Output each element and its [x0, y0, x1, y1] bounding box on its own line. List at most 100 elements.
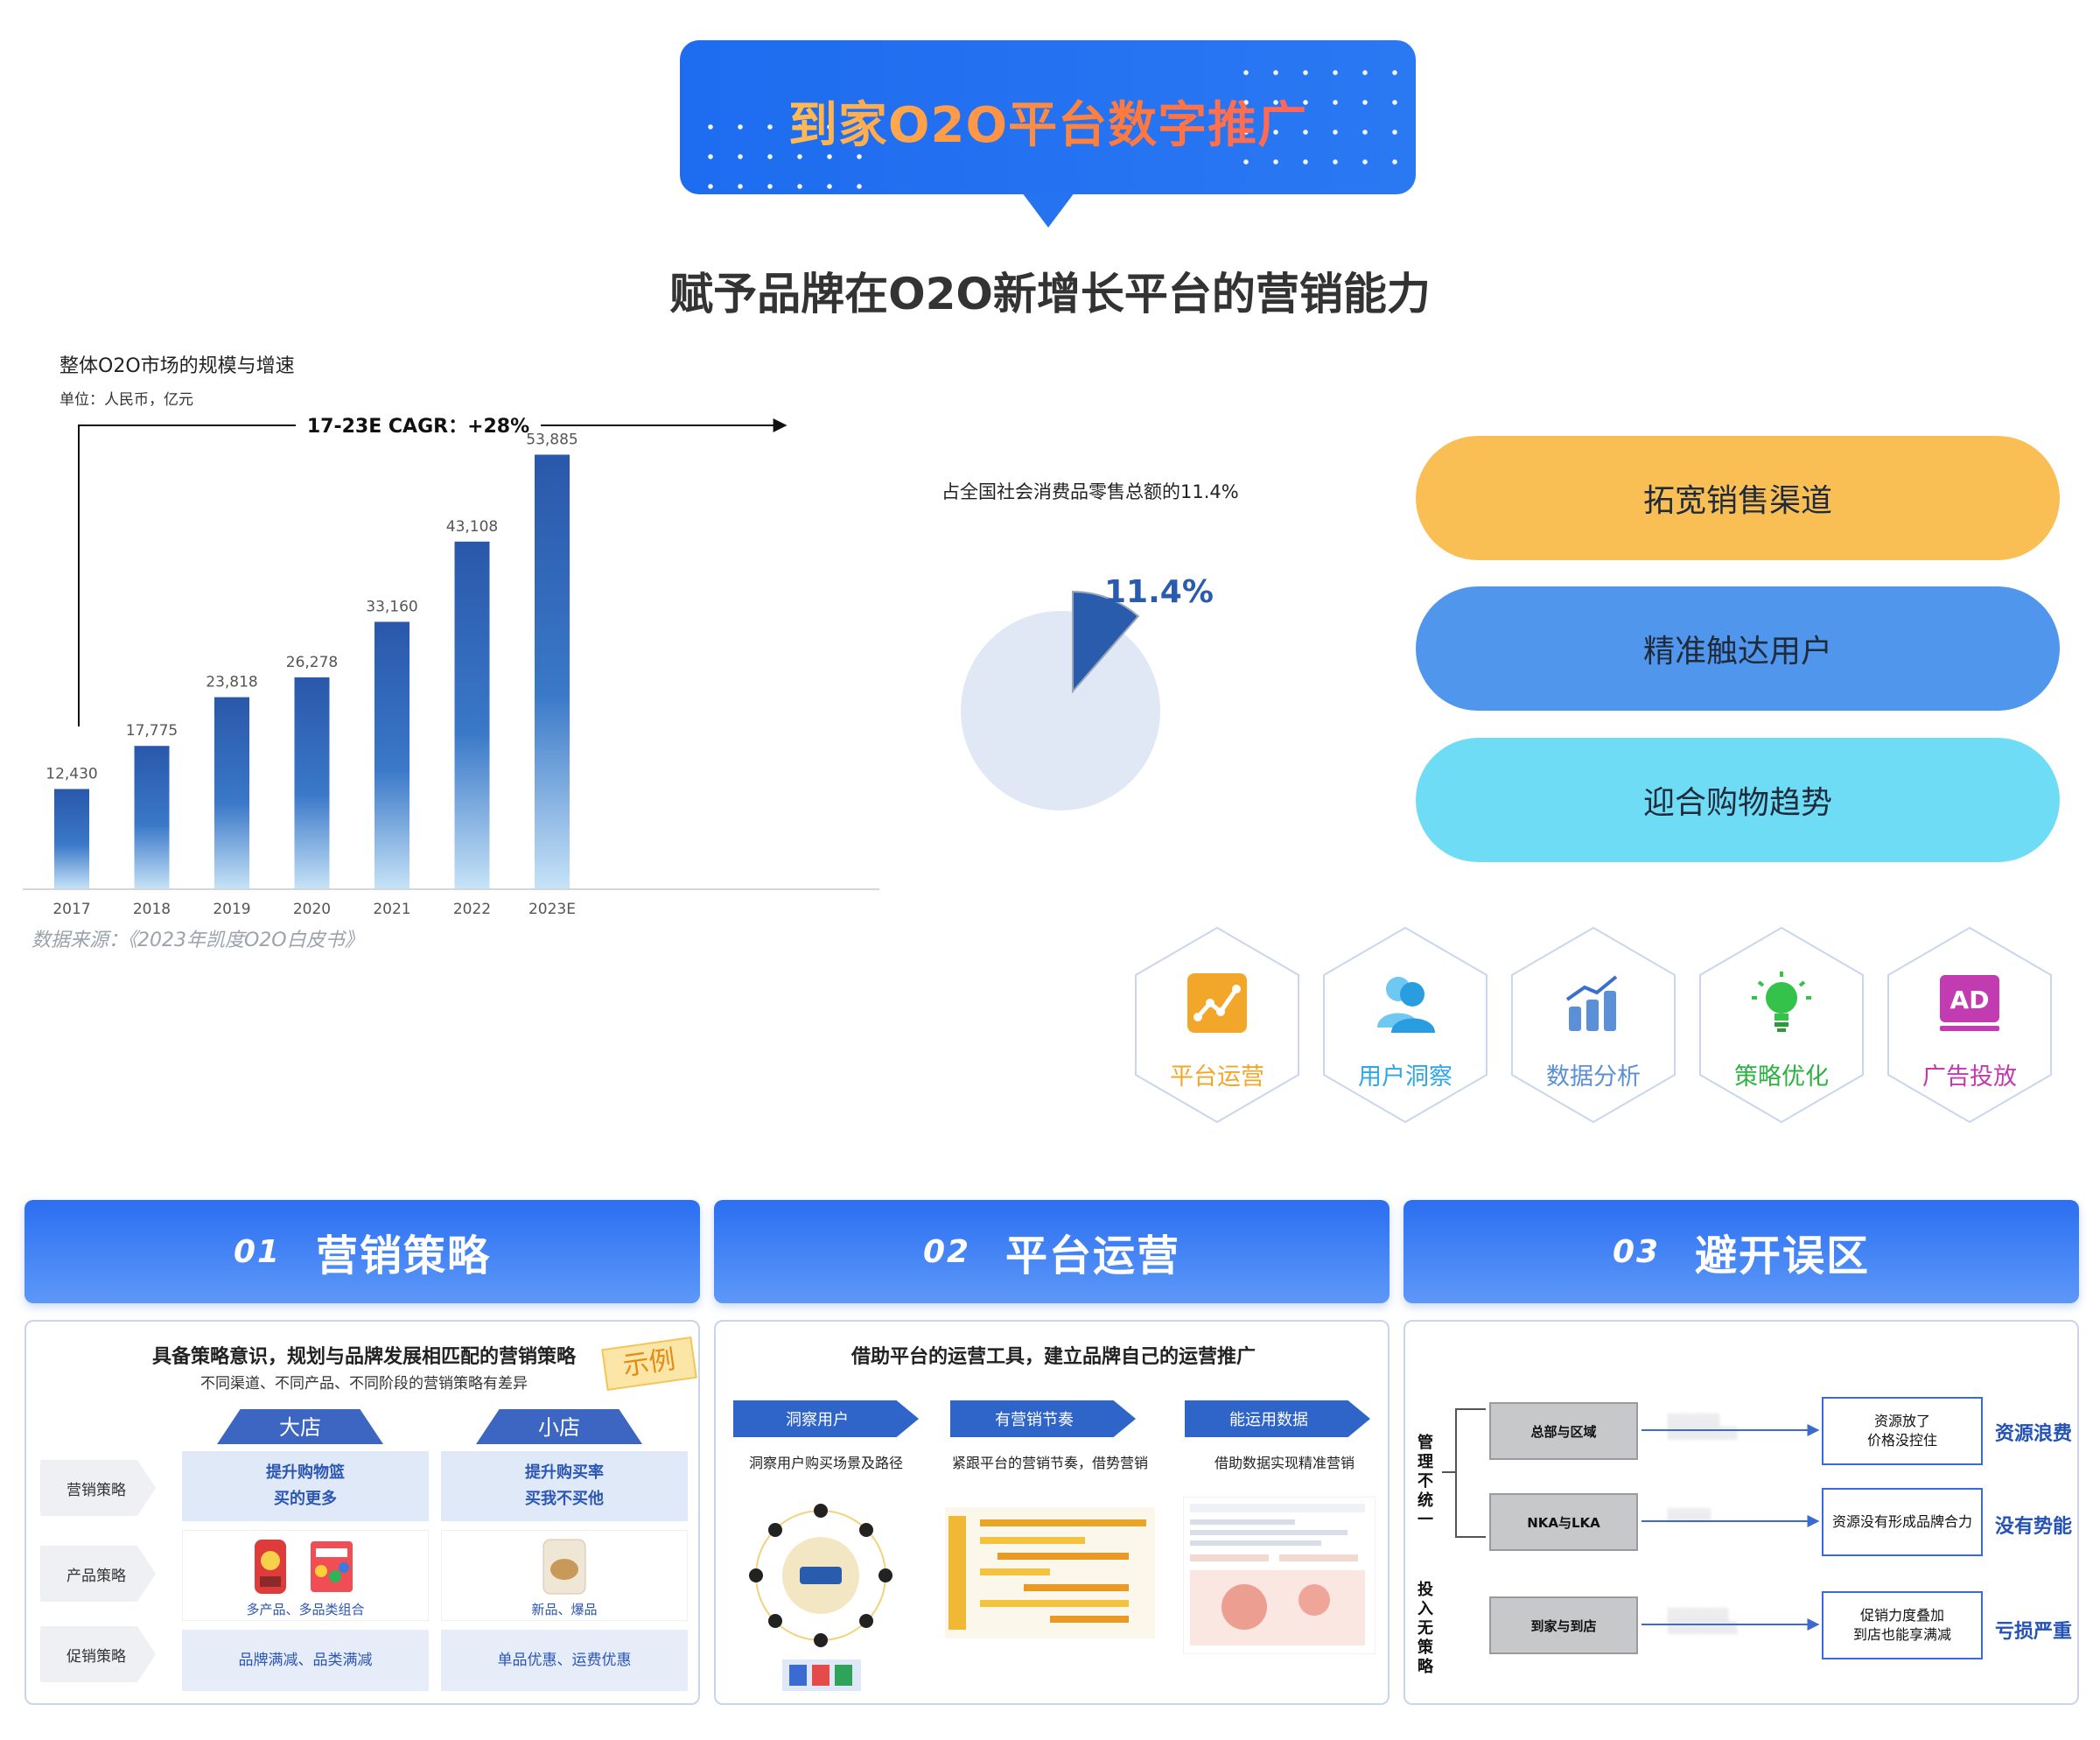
label-no-strategy: 投入无策略: [1418, 1581, 1433, 1676]
bar-2020: [294, 677, 330, 889]
connector-arrows: [1642, 1424, 1820, 1631]
bar-2019: [214, 697, 249, 889]
big-store-promo: 品牌满减、品类满减: [182, 1630, 429, 1691]
outcome-line: 价格没控住: [1866, 1432, 1937, 1449]
small-store-strategy: 提升购买率 买我不买他: [441, 1451, 688, 1521]
bar-value-label: 33,160: [366, 598, 417, 615]
panel2-title: 借助平台的运营工具，建立品牌自己的运营推广: [850, 1346, 1256, 1368]
panel1-title: 具备策略意识，规划与品牌发展相匹配的营销策略: [151, 1346, 576, 1368]
small-store-product-caption: 新品、爆品: [531, 1602, 598, 1617]
small-store-promo: 单品优惠、运费优惠: [441, 1630, 688, 1691]
section-number: 02: [922, 1233, 971, 1270]
result-no-momentum: 没有势能: [1994, 1516, 2072, 1538]
hex-data-analysis: 数据分析: [1510, 926, 1676, 1124]
chart-title: 整体O2O市场的规模与增速: [60, 355, 295, 377]
bar-value-label: 23,818: [206, 674, 257, 691]
column-big-store: 大店: [217, 1409, 383, 1444]
bar-value-label: 43,108: [446, 518, 498, 536]
hex-label: 用户洞察: [1358, 1063, 1452, 1091]
pie-value-label: 11.4%: [1104, 574, 1214, 610]
big-store-product-images: [182, 1530, 429, 1621]
bar-2017: [54, 789, 89, 889]
pie-highlight-slice: [1072, 590, 1140, 694]
big-store-product-caption: 多产品、多品类组合: [246, 1602, 365, 1617]
small-store-product-images: [441, 1530, 688, 1621]
strategy-line: 提升购物篮: [266, 1463, 345, 1482]
panel-avoid-pitfalls: 管理不统一 投入无策略 总部与区域 NKA与LKA 到家与到店 ░░░░░░░░…: [1404, 1320, 2079, 1705]
big-store-strategy: 提升购物篮 买的更多: [182, 1451, 429, 1521]
pill-label: 迎合购物趋势: [1642, 785, 1832, 821]
bar-2023E: [535, 454, 570, 889]
box-hq-region: 总部与区域: [1489, 1402, 1638, 1460]
strategy-line: 提升购买率: [525, 1463, 604, 1482]
chart-line-icon: [1187, 973, 1247, 1033]
bar-value-label: 53,885: [526, 431, 578, 448]
result-heavy-loss: 亏损严重: [1994, 1621, 2072, 1643]
box-nka-lka: NKA与LKA: [1489, 1493, 1638, 1551]
x-tick-label: 2019: [213, 901, 250, 918]
outcome-line: 到店也能享满减: [1852, 1626, 1951, 1643]
x-tick-label: 2021: [373, 901, 410, 918]
dot-pattern-right: [1231, 58, 1415, 189]
outcome-box-3: 促销力度叠加 到店也能享满减: [1822, 1591, 1983, 1659]
box-home-store: 到家与到店: [1489, 1596, 1638, 1654]
banner-title: 到家O2O平台数字推广: [680, 86, 1416, 157]
step-user-insight: 洞察用户: [733, 1400, 919, 1437]
row-label-marketing: 营销策略: [40, 1460, 156, 1516]
bar-value-label: 26,278: [286, 654, 338, 671]
bar-2021: [374, 621, 410, 889]
outcome-line: 促销力度叠加: [1859, 1607, 1944, 1624]
pill-label: 拓宽销售渠道: [1642, 483, 1832, 519]
promo-calendar-image: [945, 1507, 1155, 1638]
bar-value-label: 12,430: [46, 765, 97, 782]
outcome-box-2: 资源没有形成品牌合力: [1822, 1488, 1983, 1556]
ad-icon-text: AD: [1950, 986, 1990, 1014]
outcome-box-1: 资源放了 价格没控住: [1822, 1397, 1983, 1465]
x-tick-label: 2017: [52, 901, 90, 918]
step-desc: 借助数据实现精准营销: [1214, 1455, 1354, 1471]
section-title: 营销策略: [316, 1231, 492, 1280]
step-desc: 紧跟平台的营销节奏，借势营销: [951, 1455, 1148, 1471]
bar-chart-icon: [1565, 975, 1618, 1031]
data-dashboard-image: [1183, 1497, 1376, 1654]
page-subtitle: 赋予品牌在O2O新增长平台的营销能力: [669, 269, 1431, 319]
panel1-subtitle: 不同渠道、不同产品、不同阶段的营销策略有差异: [200, 1375, 528, 1393]
ad-icon: AD: [1940, 975, 1999, 1031]
cagr-bracket-left: [78, 424, 296, 726]
bar-2022: [454, 541, 490, 889]
pill-reach-users: 精准触达用户: [1416, 586, 2060, 711]
strategy-line: 买的更多: [274, 1490, 337, 1508]
outcome-line: 资源放了: [1873, 1413, 1930, 1429]
x-tick-label: 2020: [293, 901, 331, 918]
section-title: 平台运营: [1005, 1231, 1181, 1280]
hex-label: 平台运营: [1170, 1063, 1264, 1091]
dot-pattern-left: [696, 112, 871, 191]
step-marketing-rhythm: 有营销节奏: [950, 1400, 1136, 1437]
pie-caption: 占全国社会消费品零售总额的11.4%: [942, 481, 1239, 502]
hex-label: 数据分析: [1546, 1063, 1641, 1091]
users-icon: [1377, 977, 1435, 1033]
x-tick-label: 2023E: [528, 901, 576, 918]
panel-marketing-strategy: 具备策略意识，规划与品牌发展相匹配的营销策略 不同渠道、不同产品、不同阶段的营销…: [24, 1320, 700, 1705]
panel-platform-operations: 借助平台的运营工具，建立品牌自己的运营推广 洞察用户 有营销节奏 能运用数据 洞…: [714, 1320, 1390, 1705]
banner-pointer: [1022, 193, 1074, 228]
step-use-data: 能运用数据: [1185, 1400, 1370, 1437]
pie-chart: [961, 590, 1160, 810]
cagr-label: 17-23E CAGR：+28%: [307, 416, 529, 438]
row-label-product: 产品策略: [40, 1546, 156, 1602]
pill-label: 精准触达用户: [1642, 634, 1832, 670]
pie-rest-slice: [961, 611, 1160, 810]
outcome-line: 资源没有形成品牌合力: [1831, 1513, 1972, 1530]
product-pack-image: [255, 1540, 353, 1594]
lightbulb-icon: [1752, 972, 1811, 1032]
hex-user-insight: 用户洞察: [1322, 926, 1488, 1124]
result-waste: 资源浪费: [1994, 1423, 2072, 1445]
section-number: 01: [233, 1233, 282, 1270]
x-tick-label: 2018: [133, 901, 171, 918]
column-small-store: 小店: [476, 1409, 642, 1444]
section-header-marketing: 01 营销策略: [24, 1200, 700, 1303]
hex-strategy-optimize: 策略优化: [1698, 926, 1865, 1124]
section-header-operations: 02 平台运营: [714, 1200, 1390, 1303]
bracket-lines: [1442, 1408, 1486, 1538]
section-title: 避开误区: [1695, 1231, 1871, 1280]
